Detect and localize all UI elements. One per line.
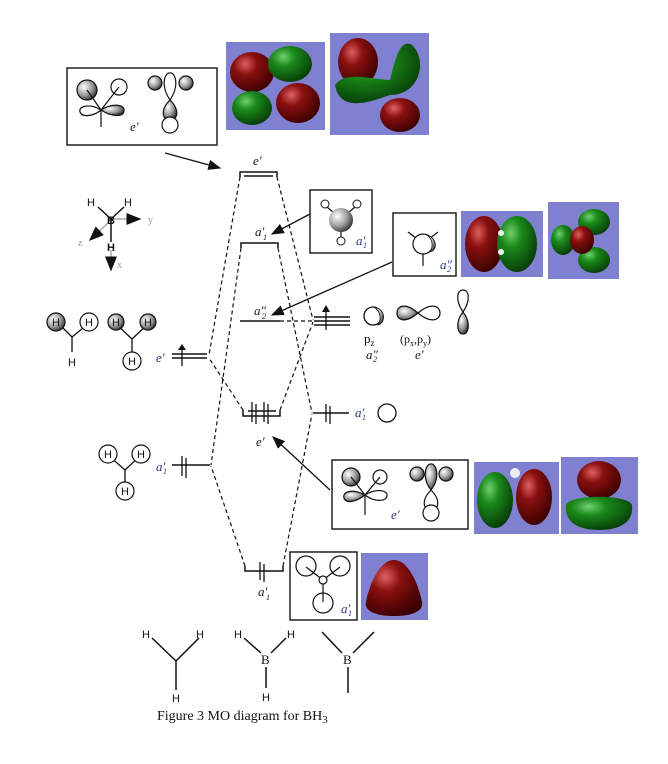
fragment-e-prime-sketch-box: e' [66,67,218,146]
svg-text:H: H [287,629,295,641]
svg-text:H: H [52,317,60,329]
fragment-level-e-prime: e' [156,344,207,366]
arrow-to-a1-prime [270,213,311,235]
svg-text:H: H [262,692,270,704]
svg-text:1: 1 [362,413,366,422]
px-orbital-icon [396,305,441,321]
svg-text:e': e' [256,434,265,449]
svg-text:H: H [144,317,152,329]
mo-render-e-prime-bonding-2 [561,457,638,534]
svg-text:H: H [121,486,129,498]
mo-render-a2-dprime-1 [461,211,543,277]
e-prime-label: e' [130,119,139,134]
mo-sketch-a2-dprime: a″ 2 [392,212,457,277]
svg-text:H: H [112,317,120,329]
svg-text:a′: a′ [341,601,351,616]
svg-text:H: H [234,629,242,641]
svg-text:B: B [343,652,352,667]
mo-level-a1-prime-antibonding: a′ 1 [240,224,279,248]
svg-text:1: 1 [263,233,267,242]
mo-level-a2-dprime: a″ 2 [240,303,280,322]
pz-orbital-icon [363,306,384,326]
s-orbital-icon [377,403,397,423]
svg-text:H: H [137,449,145,461]
fragment-level-a1-prime: a′ 1 [156,456,210,478]
svg-text:H: H [196,629,204,641]
mo-level-e-prime-antibonding: e' [239,153,278,177]
mo-render-e-prime-bonding-1 [474,462,559,534]
mo-level-a1-prime-bonding: a′ 1 [244,562,284,602]
svg-text:a′: a′ [258,584,268,599]
svg-text:1: 1 [163,467,167,476]
svg-text:1: 1 [266,593,270,602]
svg-text:e': e' [253,153,262,168]
axes-h2: H [124,197,132,209]
arrow-to-a2-dprime [270,261,393,316]
svg-text:e': e' [391,507,400,522]
axes-h3: H [107,242,115,254]
h3-e-prime-sketch-1: H H H [46,312,99,369]
mo-render-e-prime-1 [226,42,325,130]
mo-sketch-a1-prime-upper: a′ 1 [309,189,373,254]
arrow-to-bonding-e-prime [272,436,331,491]
svg-text:2: 2 [262,312,266,321]
correlation-lines [208,176,314,567]
mo-level-e-prime-bonding: e' [242,402,281,449]
svg-text:2: 2 [447,265,451,274]
svg-text:H: H [142,629,150,641]
svg-text:B: B [261,652,270,667]
structure-b-skeleton: B [321,631,375,693]
arrow-to-top-e-prime [164,152,222,170]
h3-e-prime-sketch-2: H H H [107,313,157,371]
axes-b: B [107,215,115,227]
b-level-s-orbital: a′ 1 [313,403,397,424]
svg-text:a′: a′ [255,224,265,239]
py-orbital-icon [457,289,469,335]
b-level-p-orbitals [314,305,350,330]
svg-text:H: H [85,317,93,329]
svg-text:a″: a″ [440,257,453,272]
svg-text:a′: a′ [356,233,366,248]
structure-h3: H H H [142,629,204,705]
axis-y-label: y [148,215,153,226]
mo-render-a1-prime-bonding [361,553,428,620]
svg-text:a″: a″ [366,347,379,362]
svg-text:e': e' [156,350,165,365]
h3-a1-prime-sketch: H H H [98,444,151,501]
svg-text:H: H [172,693,180,705]
svg-text:2: 2 [373,355,377,364]
svg-text:H: H [104,449,112,461]
svg-text:H: H [68,357,76,369]
e-prime-sketch-1 [76,78,128,127]
svg-text:a″: a″ [254,303,267,318]
axis-x-label: x [117,260,122,271]
svg-text:a′: a′ [156,459,166,474]
mo-render-a2-dprime-2 [548,202,619,279]
svg-text:1: 1 [363,241,367,250]
pxpy-label: (px,py) [400,332,431,348]
structure-bh3: H H B H [234,629,295,704]
svg-text:a′: a′ [355,405,365,420]
mo-sketch-a1-prime-bonding: a′ 1 [289,551,358,621]
figure-caption: Figure 3 MO diagram for BH3 [157,709,328,726]
axis-z-label: z [78,238,83,249]
svg-text:1: 1 [348,609,352,618]
pz-label: pz [364,331,375,348]
e-prime-sketch-2 [147,72,194,134]
mo-render-e-prime-2 [330,33,429,135]
axes-h1: H [87,197,95,209]
svg-text:H: H [128,356,136,368]
mo-sketch-e-prime-bonding-box: e' [331,459,469,530]
axes-inset: H H B H y z x [78,197,153,272]
svg-text:e': e' [415,347,424,362]
